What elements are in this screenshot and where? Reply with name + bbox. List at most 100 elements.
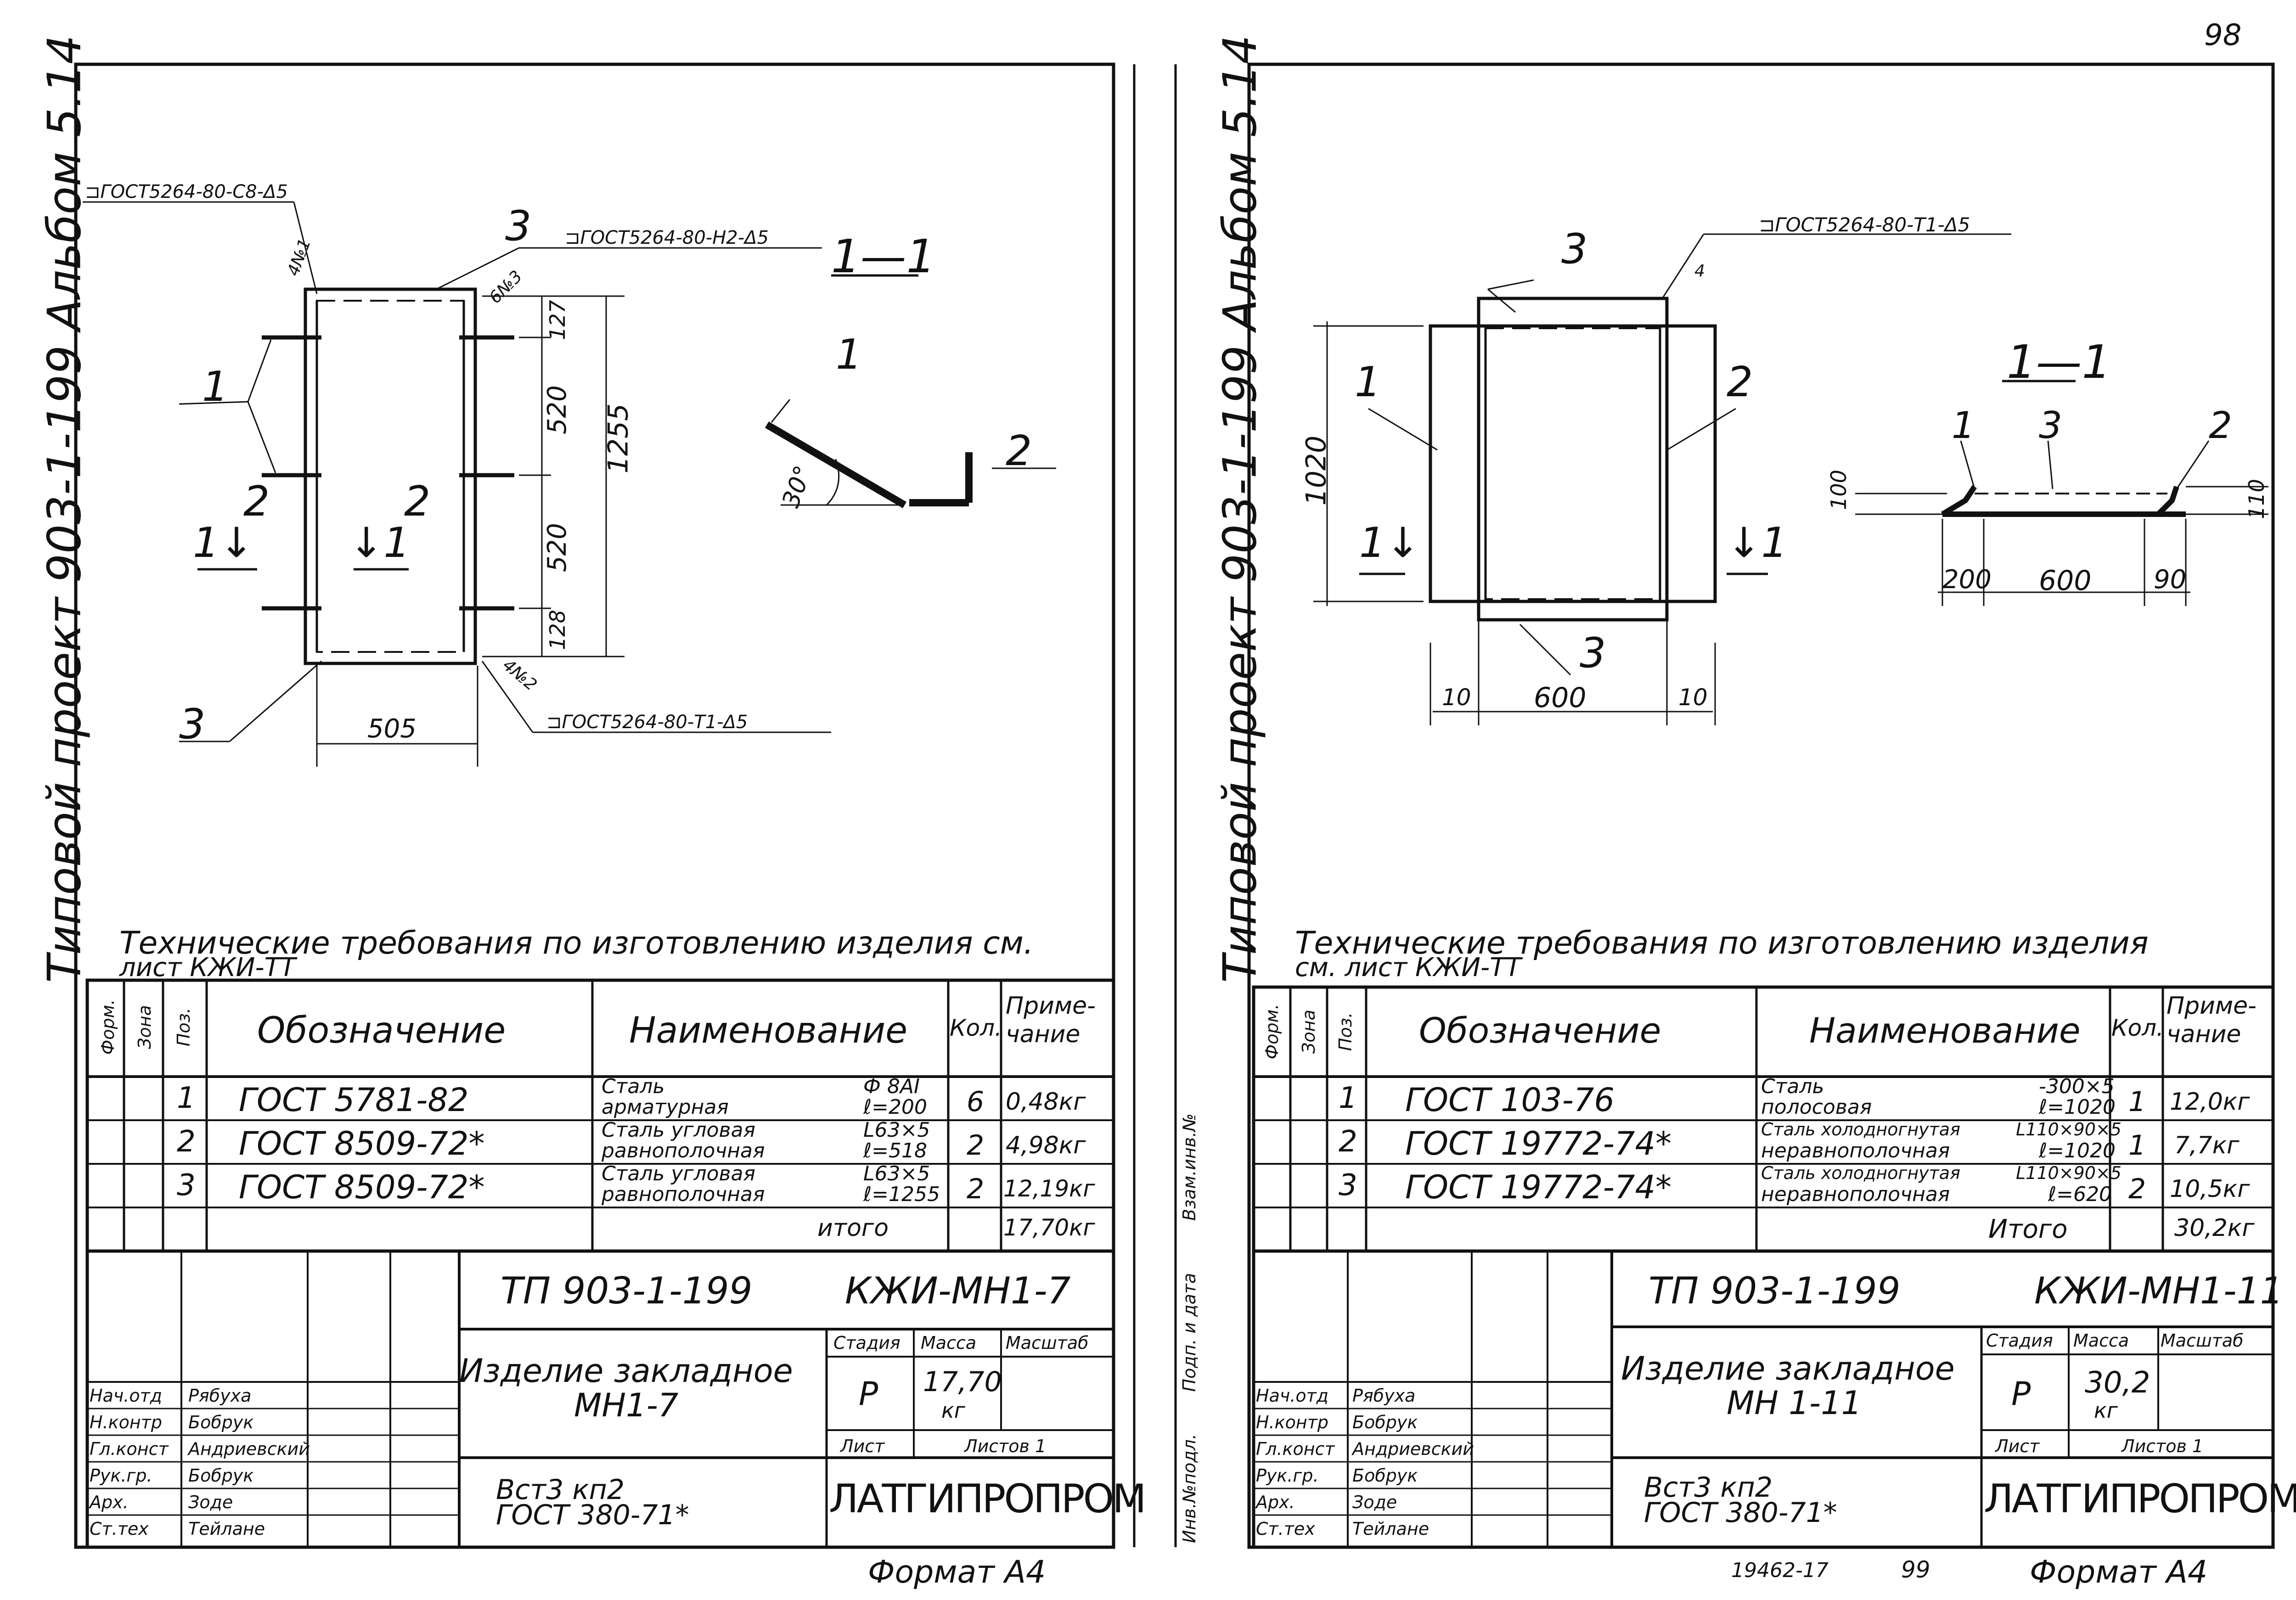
bottom-archive-code: 19462-17 [1731, 1559, 1829, 1582]
right-dim-sec-l: 200 [1942, 565, 1992, 595]
right-h-pos: Поз. [1335, 1012, 1356, 1051]
right-spec-grid [1252, 985, 2275, 1549]
left-side-title: Типовой проект 903-1-199 Альбом 5.14 [37, 35, 91, 983]
left-tb-material-2: ГОСТ 380-71* [496, 1499, 689, 1531]
right-sec-pos-2: 2 [2209, 404, 2232, 447]
right-p6-role: Ст.тех [1256, 1519, 1315, 1539]
right-r1-pos: 1 [1339, 1081, 1357, 1115]
right-r1-note: 12,0кг [2170, 1088, 2250, 1116]
left-tb-stage-h: Стадия [833, 1333, 900, 1353]
right-r2-qty: 1 [2128, 1129, 2146, 1162]
left-tb-project: ТП 903-1-199 [501, 1269, 753, 1312]
right-stamp-2: Подп. и дата [1179, 1273, 1199, 1392]
right-tb-material-1: Вст3 кп2 [1644, 1471, 1773, 1504]
right-stamp-3: Взам.инв.№ [1179, 1113, 1199, 1221]
left-total-value: 17,70кг [1003, 1214, 1095, 1241]
left-r3-qty: 2 [967, 1173, 985, 1205]
right-r1-spec1: -300×5 [2039, 1075, 2115, 1098]
right-r2-spec2: ℓ=1020 [2039, 1139, 2116, 1162]
left-weld-note-2: ⊐ГОСТ5264-80-Н2-Δ5 [565, 227, 769, 248]
left-r3-spec1: L63×5 [863, 1162, 930, 1185]
left-r2-spec1: L63×5 [863, 1118, 930, 1142]
right-r2-note: 7,7кг [2174, 1132, 2240, 1159]
right-p2-name: Бобрук [1352, 1412, 1418, 1432]
left-dim-bottom: 128 [545, 610, 570, 650]
right-h-zone: Зона [1299, 1010, 1319, 1054]
right-p3-name: Андриевский [1352, 1439, 1474, 1459]
left-p4-role: Рук.гр. [90, 1465, 152, 1486]
left-r2-pos: 2 [177, 1125, 196, 1159]
right-tb-item-2: МН 1-11 [1727, 1384, 1862, 1422]
right-r3-designation: ГОСТ 19772-74* [1405, 1168, 1671, 1206]
right-r2-name1: Сталь холодногнутая [1761, 1119, 1960, 1140]
right-dim-width: 600 [1534, 682, 1587, 714]
right-tb-project: ТП 903-1-199 [1649, 1269, 1901, 1312]
left-tb-org: ЛАТГИПРОПРОМ [829, 1476, 1146, 1522]
left-section-1-1 [765, 399, 1056, 508]
right-dim-side-l: 10 [1442, 684, 1471, 711]
right-p4-name: Бобрук [1352, 1465, 1418, 1486]
right-r3-name1: Сталь холодногнутая [1761, 1163, 1960, 1183]
left-tb-sheet: Лист [840, 1436, 885, 1456]
right-weld-note-1: ⊐ГОСТ5264-80-Т1-Δ5 [1759, 213, 1970, 236]
right-plan [1313, 233, 2076, 725]
left-dim-mid2: 520 [542, 523, 572, 572]
right-r1-spec2: ℓ=1020 [2039, 1095, 2116, 1119]
right-r3-spec2: ℓ=620 [2048, 1183, 2112, 1206]
right-stamp-1: Инв.№подл. [1179, 1434, 1199, 1544]
left-tb-stage: Р [859, 1375, 878, 1413]
left-r2-note: 4,98кг [1006, 1132, 1086, 1159]
left-p4-name: Бобрук [188, 1465, 254, 1486]
left-cut-mark-b: ↓1 [349, 519, 410, 567]
right-tb-mass-h: Масса [2073, 1331, 2129, 1351]
left-p2-role: Н.контр [90, 1412, 162, 1432]
left-r1-spec2: ℓ=200 [863, 1095, 928, 1119]
right-tb-mass-unit: кг [2094, 1398, 2118, 1423]
right-r1-designation: ГОСТ 103-76 [1405, 1081, 1615, 1119]
left-dim-top: 127 [545, 300, 570, 340]
left-p3-name: Андриевский [188, 1439, 310, 1459]
right-p4-role: Рук.гр. [1256, 1465, 1319, 1486]
right-dim-sec-m: 600 [2039, 565, 2092, 597]
right-section-label: 1—1 [2007, 335, 2111, 389]
right-sec-pos-1: 1 [1952, 404, 1975, 447]
right-pos-label-3a: 3 [1561, 225, 1588, 273]
right-p5-role: Арх. [1256, 1492, 1295, 1512]
left-h-zone: Зона [135, 1005, 155, 1049]
right-r3-name2: неравнополочная [1761, 1183, 1950, 1206]
right-tb-sheets: Листов 1 [2122, 1436, 2204, 1456]
left-r2-qty: 2 [967, 1129, 985, 1162]
left-tb-mass: 17,70 [923, 1366, 1002, 1398]
right-p2-role: Н.контр [1256, 1412, 1328, 1432]
bottom-page-code: 99 [1901, 1556, 1930, 1583]
left-spec-grid [85, 978, 1115, 1549]
left-pos-label-2a: 2 [243, 477, 270, 526]
left-r3-pos: 3 [177, 1168, 196, 1202]
left-h-qty: Кол. [950, 1015, 1002, 1041]
right-h-designation: Обозначение [1419, 1010, 1661, 1051]
left-tb-mass-unit: кг [941, 1398, 965, 1423]
left-r1-pos: 1 [177, 1081, 196, 1115]
right-weld-mark-1: 4 [1694, 262, 1705, 281]
left-r1-designation: ГОСТ 5781-82 [239, 1081, 469, 1119]
right-r2-designation: ГОСТ 19772-74* [1405, 1125, 1671, 1162]
left-r1-note: 0,48кг [1006, 1088, 1086, 1116]
left-p5-name: Зоде [188, 1492, 233, 1512]
left-cut-mark-a: 1↓ [193, 519, 254, 567]
right-r2-name2: неравнополочная [1761, 1139, 1950, 1162]
left-pos-label-3b: 3 [179, 700, 206, 748]
right-r3-qty: 2 [2128, 1173, 2146, 1205]
left-p2-name: Бобрук [188, 1412, 254, 1432]
left-r3-name2: равнополочная [602, 1183, 765, 1206]
left-tb-sheets: Листов 1 [964, 1436, 1047, 1456]
right-dim-h-r: 110 [2244, 479, 2269, 519]
left-tb-code: КЖИ-МН1-7 [845, 1269, 1071, 1312]
left-r2-name2: равнополочная [602, 1139, 765, 1162]
right-dim-side-r: 10 [1678, 684, 1708, 711]
left-pos-label-1: 1 [202, 363, 229, 411]
left-r1-spec1: Ф 8АI [863, 1075, 920, 1098]
right-r1-name1: Сталь [1761, 1075, 1824, 1098]
left-dim-mid1: 520 [542, 385, 572, 434]
left-section-label: 1—1 [831, 230, 936, 283]
